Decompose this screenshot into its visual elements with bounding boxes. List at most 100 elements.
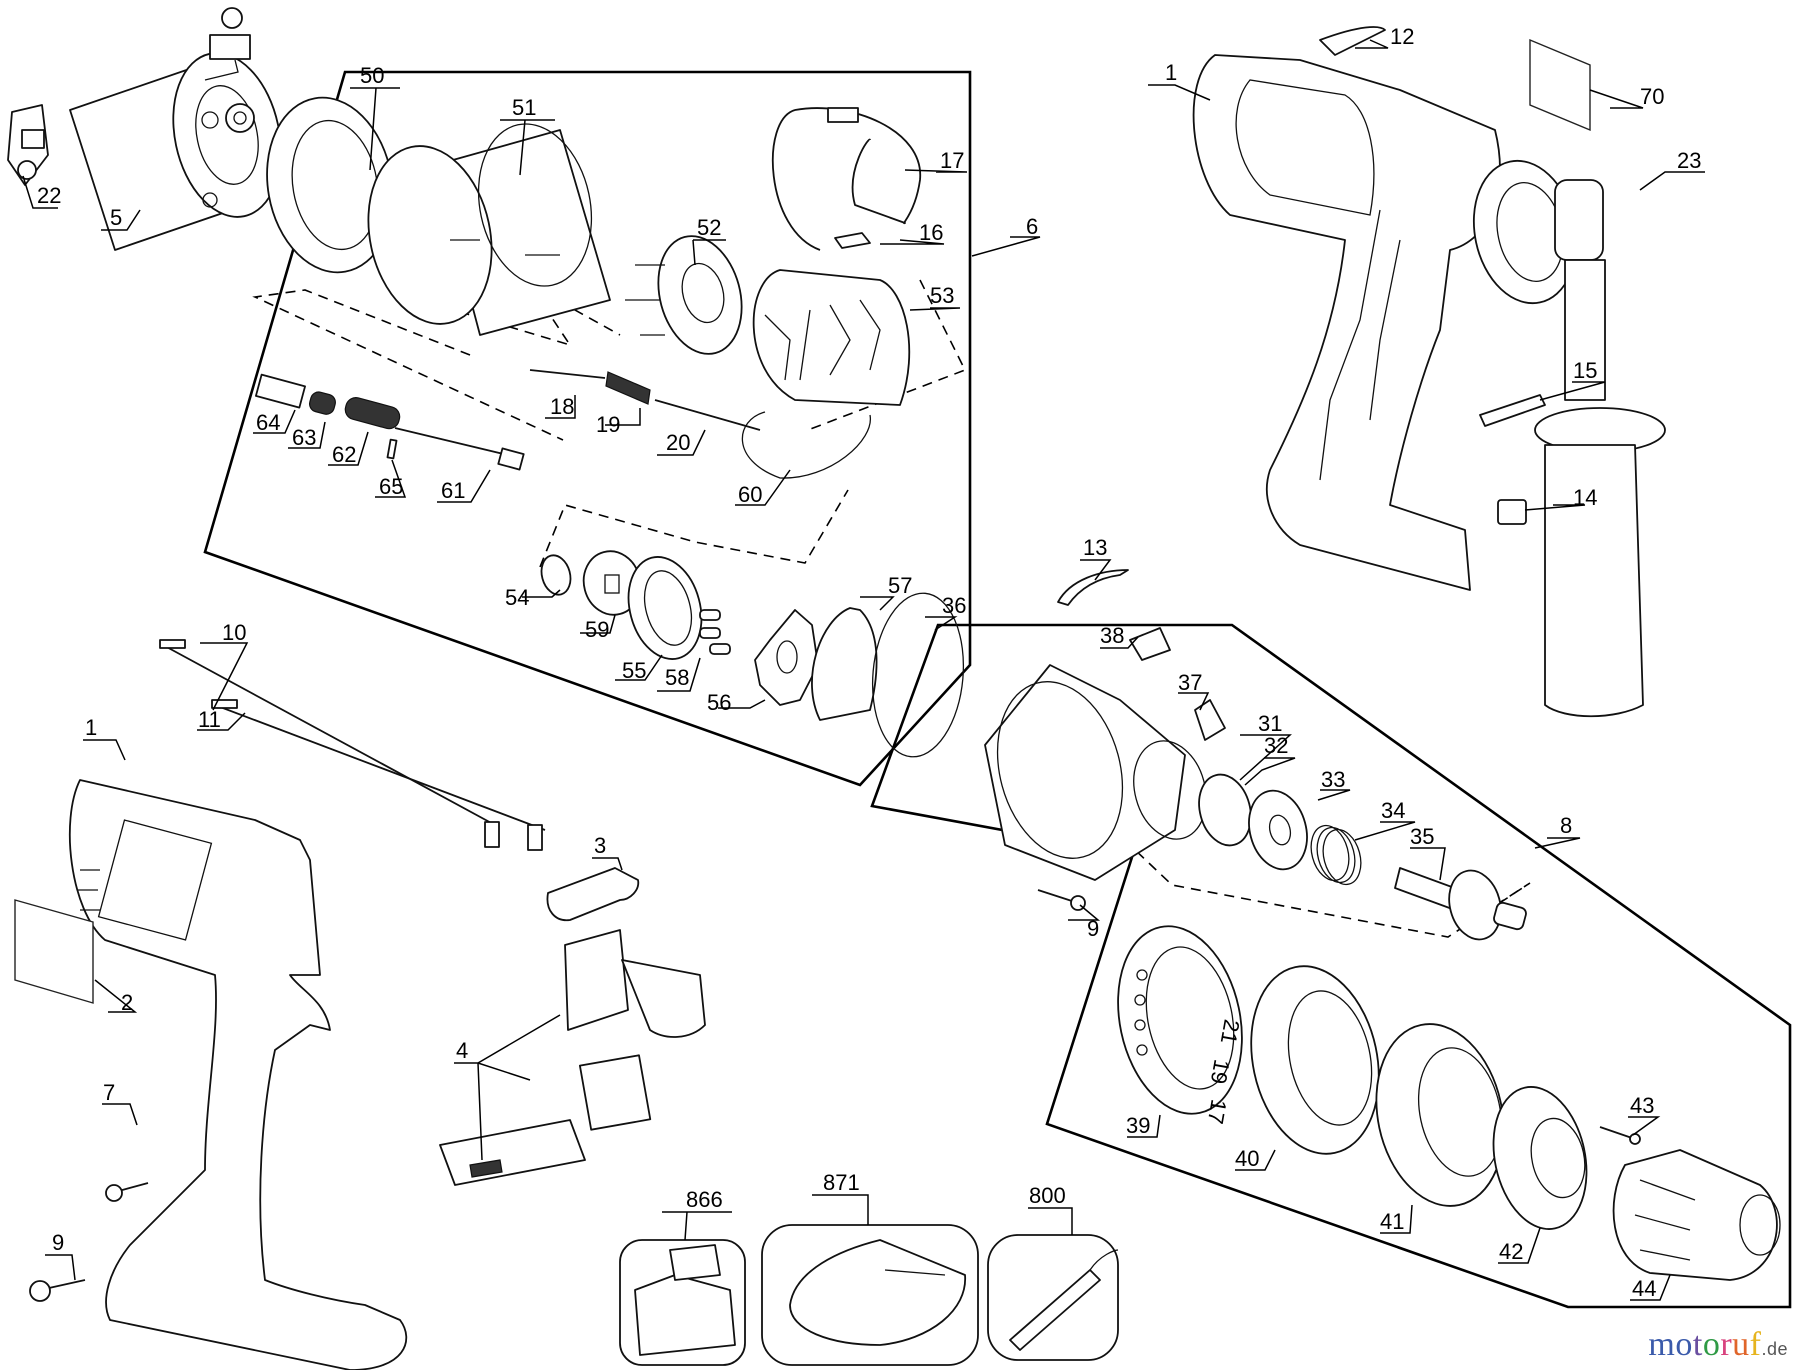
callout-22[interactable]: 22 xyxy=(37,183,61,208)
callout-871[interactable]: 871 xyxy=(823,1170,860,1195)
callout-4[interactable]: 4 xyxy=(456,1038,468,1063)
spring-clip-part-38[interactable] xyxy=(1129,627,1171,661)
ring-part-39[interactable] xyxy=(1102,915,1259,1126)
callout-43[interactable]: 43 xyxy=(1630,1093,1654,1118)
rod-part-61[interactable] xyxy=(394,427,525,471)
spring-part-62[interactable] xyxy=(343,395,402,430)
callout-13[interactable]: 13 xyxy=(1083,535,1107,560)
label-sheet-part-70[interactable] xyxy=(1529,38,1591,132)
callout-52[interactable]: 52 xyxy=(697,215,721,240)
screw-part-7[interactable] xyxy=(105,1182,149,1202)
callout-64[interactable]: 64 xyxy=(256,410,280,435)
callout-40[interactable]: 40 xyxy=(1235,1146,1259,1171)
callout-70[interactable]: 70 xyxy=(1640,84,1664,109)
callout-9-left[interactable]: 9 xyxy=(52,1230,64,1255)
wire-part-10[interactable] xyxy=(159,639,500,848)
brush-holder-part-22[interactable] xyxy=(7,104,49,186)
retaining-ring-part-36[interactable] xyxy=(866,589,970,760)
callout-60[interactable]: 60 xyxy=(738,482,762,507)
screw-part-43[interactable] xyxy=(1599,1126,1641,1145)
callout-50[interactable]: 50 xyxy=(360,63,384,88)
callout-7[interactable]: 7 xyxy=(103,1080,115,1105)
screwdriver-bit-part-15[interactable] xyxy=(1479,394,1546,427)
adapter-part-800[interactable] xyxy=(987,1234,1119,1361)
callout-36[interactable]: 36 xyxy=(942,593,966,618)
spring-clip-part-37[interactable] xyxy=(1194,699,1226,741)
sleeve-part-42[interactable] xyxy=(1481,1078,1599,1238)
motor-part-5[interactable] xyxy=(69,43,295,251)
gear-part-33[interactable] xyxy=(1241,784,1316,876)
pins-part-58[interactable] xyxy=(699,609,731,655)
pin-part-65[interactable] xyxy=(386,438,398,460)
callout-62[interactable]: 62 xyxy=(332,442,356,467)
cam-ring-part-32[interactable] xyxy=(1192,769,1259,851)
disc-part-56[interactable] xyxy=(754,609,819,706)
callout-33[interactable]: 33 xyxy=(1321,767,1345,792)
clip-part-16[interactable] xyxy=(834,232,871,249)
callout-32[interactable]: 32 xyxy=(1264,733,1288,758)
washer-part-54[interactable] xyxy=(537,552,574,598)
spring-part-63[interactable] xyxy=(308,390,337,416)
screw-part-9-right[interactable] xyxy=(1037,889,1086,911)
callout-1-right[interactable]: 1 xyxy=(1165,60,1177,85)
torque-ring-part-40[interactable]: 21 19 17 xyxy=(1203,954,1396,1166)
callout-18[interactable]: 18 xyxy=(550,394,574,419)
callout-34[interactable]: 34 xyxy=(1381,798,1405,823)
callout-38[interactable]: 38 xyxy=(1100,623,1124,648)
callout-12[interactable]: 12 xyxy=(1390,24,1414,49)
callout-63[interactable]: 63 xyxy=(292,425,316,450)
label-sheet-part-2[interactable] xyxy=(14,899,94,1004)
slide-part-64[interactable] xyxy=(255,373,306,409)
gear-carrier-part-52[interactable] xyxy=(625,227,754,364)
callout-44[interactable]: 44 xyxy=(1632,1276,1656,1301)
callout-59[interactable]: 59 xyxy=(585,617,609,642)
callout-31[interactable]: 31 xyxy=(1258,711,1282,736)
label-part-12[interactable] xyxy=(1319,26,1386,56)
callout-35[interactable]: 35 xyxy=(1410,824,1434,849)
callout-51[interactable]: 51 xyxy=(512,95,536,120)
callout-65[interactable]: 65 xyxy=(379,474,403,499)
switch-lever-part-3[interactable] xyxy=(546,867,640,922)
gear-case-part-51[interactable] xyxy=(353,113,611,336)
callout-23[interactable]: 23 xyxy=(1677,148,1701,173)
housing-half-part-1-right[interactable] xyxy=(1192,54,1501,591)
spring-part-34[interactable] xyxy=(1305,821,1366,888)
clip-part-14[interactable] xyxy=(1497,499,1527,525)
callout-39[interactable]: 39 xyxy=(1126,1113,1150,1138)
callout-2[interactable]: 2 xyxy=(121,990,133,1015)
gear-housing-part-31[interactable] xyxy=(979,664,1217,881)
callout-55[interactable]: 55 xyxy=(622,658,646,683)
callout-800[interactable]: 800 xyxy=(1029,1183,1066,1208)
callout-8[interactable]: 8 xyxy=(1560,813,1572,838)
cam-part-57[interactable] xyxy=(811,607,878,721)
callout-14[interactable]: 14 xyxy=(1573,485,1597,510)
callout-11[interactable]: 11 xyxy=(198,707,221,732)
callout-20[interactable]: 20 xyxy=(666,430,690,455)
callout-37[interactable]: 37 xyxy=(1178,670,1202,695)
screw-part-9-left[interactable] xyxy=(29,1279,86,1302)
callout-53[interactable]: 53 xyxy=(930,283,954,308)
shift-cage-part-53[interactable] xyxy=(752,269,911,406)
shaft-assembly-18-19-20[interactable] xyxy=(529,369,761,431)
callout-57[interactable]: 57 xyxy=(888,573,912,598)
spindle-part-35[interactable] xyxy=(1394,865,1527,946)
trigger-switch-part-4[interactable] xyxy=(439,929,706,1186)
callout-6[interactable]: 6 xyxy=(1026,214,1038,239)
callout-58[interactable]: 58 xyxy=(665,665,689,690)
callout-9-right[interactable]: 9 xyxy=(1087,916,1099,941)
collar-part-41[interactable] xyxy=(1360,1012,1520,1218)
callout-866[interactable]: 866 xyxy=(686,1187,723,1212)
callout-1-left[interactable]: 1 xyxy=(85,715,97,740)
callout-3[interactable]: 3 xyxy=(594,833,606,858)
callout-19[interactable]: 19 xyxy=(596,412,620,437)
strip-part-13[interactable] xyxy=(1057,569,1129,606)
wire-part-11[interactable] xyxy=(211,699,546,851)
callout-42[interactable]: 42 xyxy=(1499,1239,1523,1264)
callout-16[interactable]: 16 xyxy=(919,220,943,245)
sleeve-part-17[interactable] xyxy=(771,107,921,251)
battery-part-866[interactable] xyxy=(619,1239,746,1366)
callout-56[interactable]: 56 xyxy=(707,690,731,715)
side-handle-part-23[interactable] xyxy=(1461,151,1666,718)
housing-half-part-1-left[interactable] xyxy=(68,779,408,1370)
callout-15[interactable]: 15 xyxy=(1573,358,1597,383)
